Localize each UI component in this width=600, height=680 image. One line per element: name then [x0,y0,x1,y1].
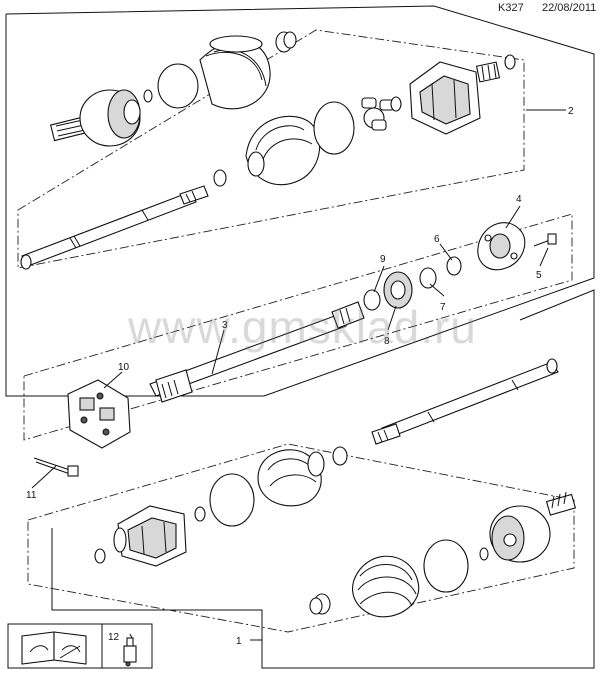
snap-ring-lower-mid [332,446,348,466]
drawing-code: K327 [498,2,524,14]
snap-ring-upper-left [143,89,153,103]
inner-cv-boot-lower [257,449,325,507]
boot-clamp-lower-right [423,539,469,593]
repair-manual-book-icon [21,631,87,665]
snap-ring-upper-mid [213,169,227,187]
legend-box: 12 [7,623,153,669]
outer-cv-joint-upper [49,89,141,147]
callout-6: 6 [434,234,440,245]
group-box-1-bottom [27,443,575,633]
center-bearing-bracket-10 [67,379,131,449]
callout-10: 10 [118,362,130,373]
callout-4: 4 [516,194,522,205]
frame-upper [5,5,595,397]
bolt-5 [533,233,557,247]
callout-9: 9 [380,254,386,265]
tripod-housing [409,54,516,135]
support-bearing [383,271,413,309]
boot-upper-left [199,35,271,110]
frame-lower [51,289,595,669]
snap-ring-6 [446,256,462,276]
boot-clamp-upper-mid [313,101,355,155]
leader-lines [31,109,566,641]
callout-3: 3 [222,320,228,331]
tripod-spider [361,97,395,131]
callout-8: 8 [384,336,390,347]
small-clamp-upper [275,31,297,53]
boot-lower-right [352,555,420,618]
tripod-housing-lower [94,505,187,567]
group-box-3 [23,213,573,441]
snap-ring-tripod [390,96,402,112]
inner-cv-boot-upper [245,115,321,186]
watermark: www.gmsklad.ru [128,301,477,353]
callout-1: 1 [236,636,242,647]
boot-clamp-upper-left [157,63,199,109]
callout-11: 11 [26,490,37,501]
bolt-11 [33,457,79,477]
small-clamp-lower [309,593,331,615]
bearing-bracket-4 [477,222,526,271]
snap-ring-lower-left [194,506,206,522]
callout-2: 2 [568,106,574,117]
callout-7: 7 [440,302,446,313]
callout-12: 12 [108,632,120,643]
seal-ring-7 [419,267,437,289]
retaining-ring-9 [363,289,381,311]
boot-clamp-lower-mid [209,473,255,527]
outer-cv-joint-lower [479,491,577,563]
callout-5: 5 [536,270,542,281]
drawing-date: 22/08/2011 [542,2,597,14]
lubricant-bottle-icon [123,633,137,667]
drive-shaft-upper [20,185,209,270]
intermediate-shaft [149,301,365,403]
drive-shaft-lower [371,358,559,445]
